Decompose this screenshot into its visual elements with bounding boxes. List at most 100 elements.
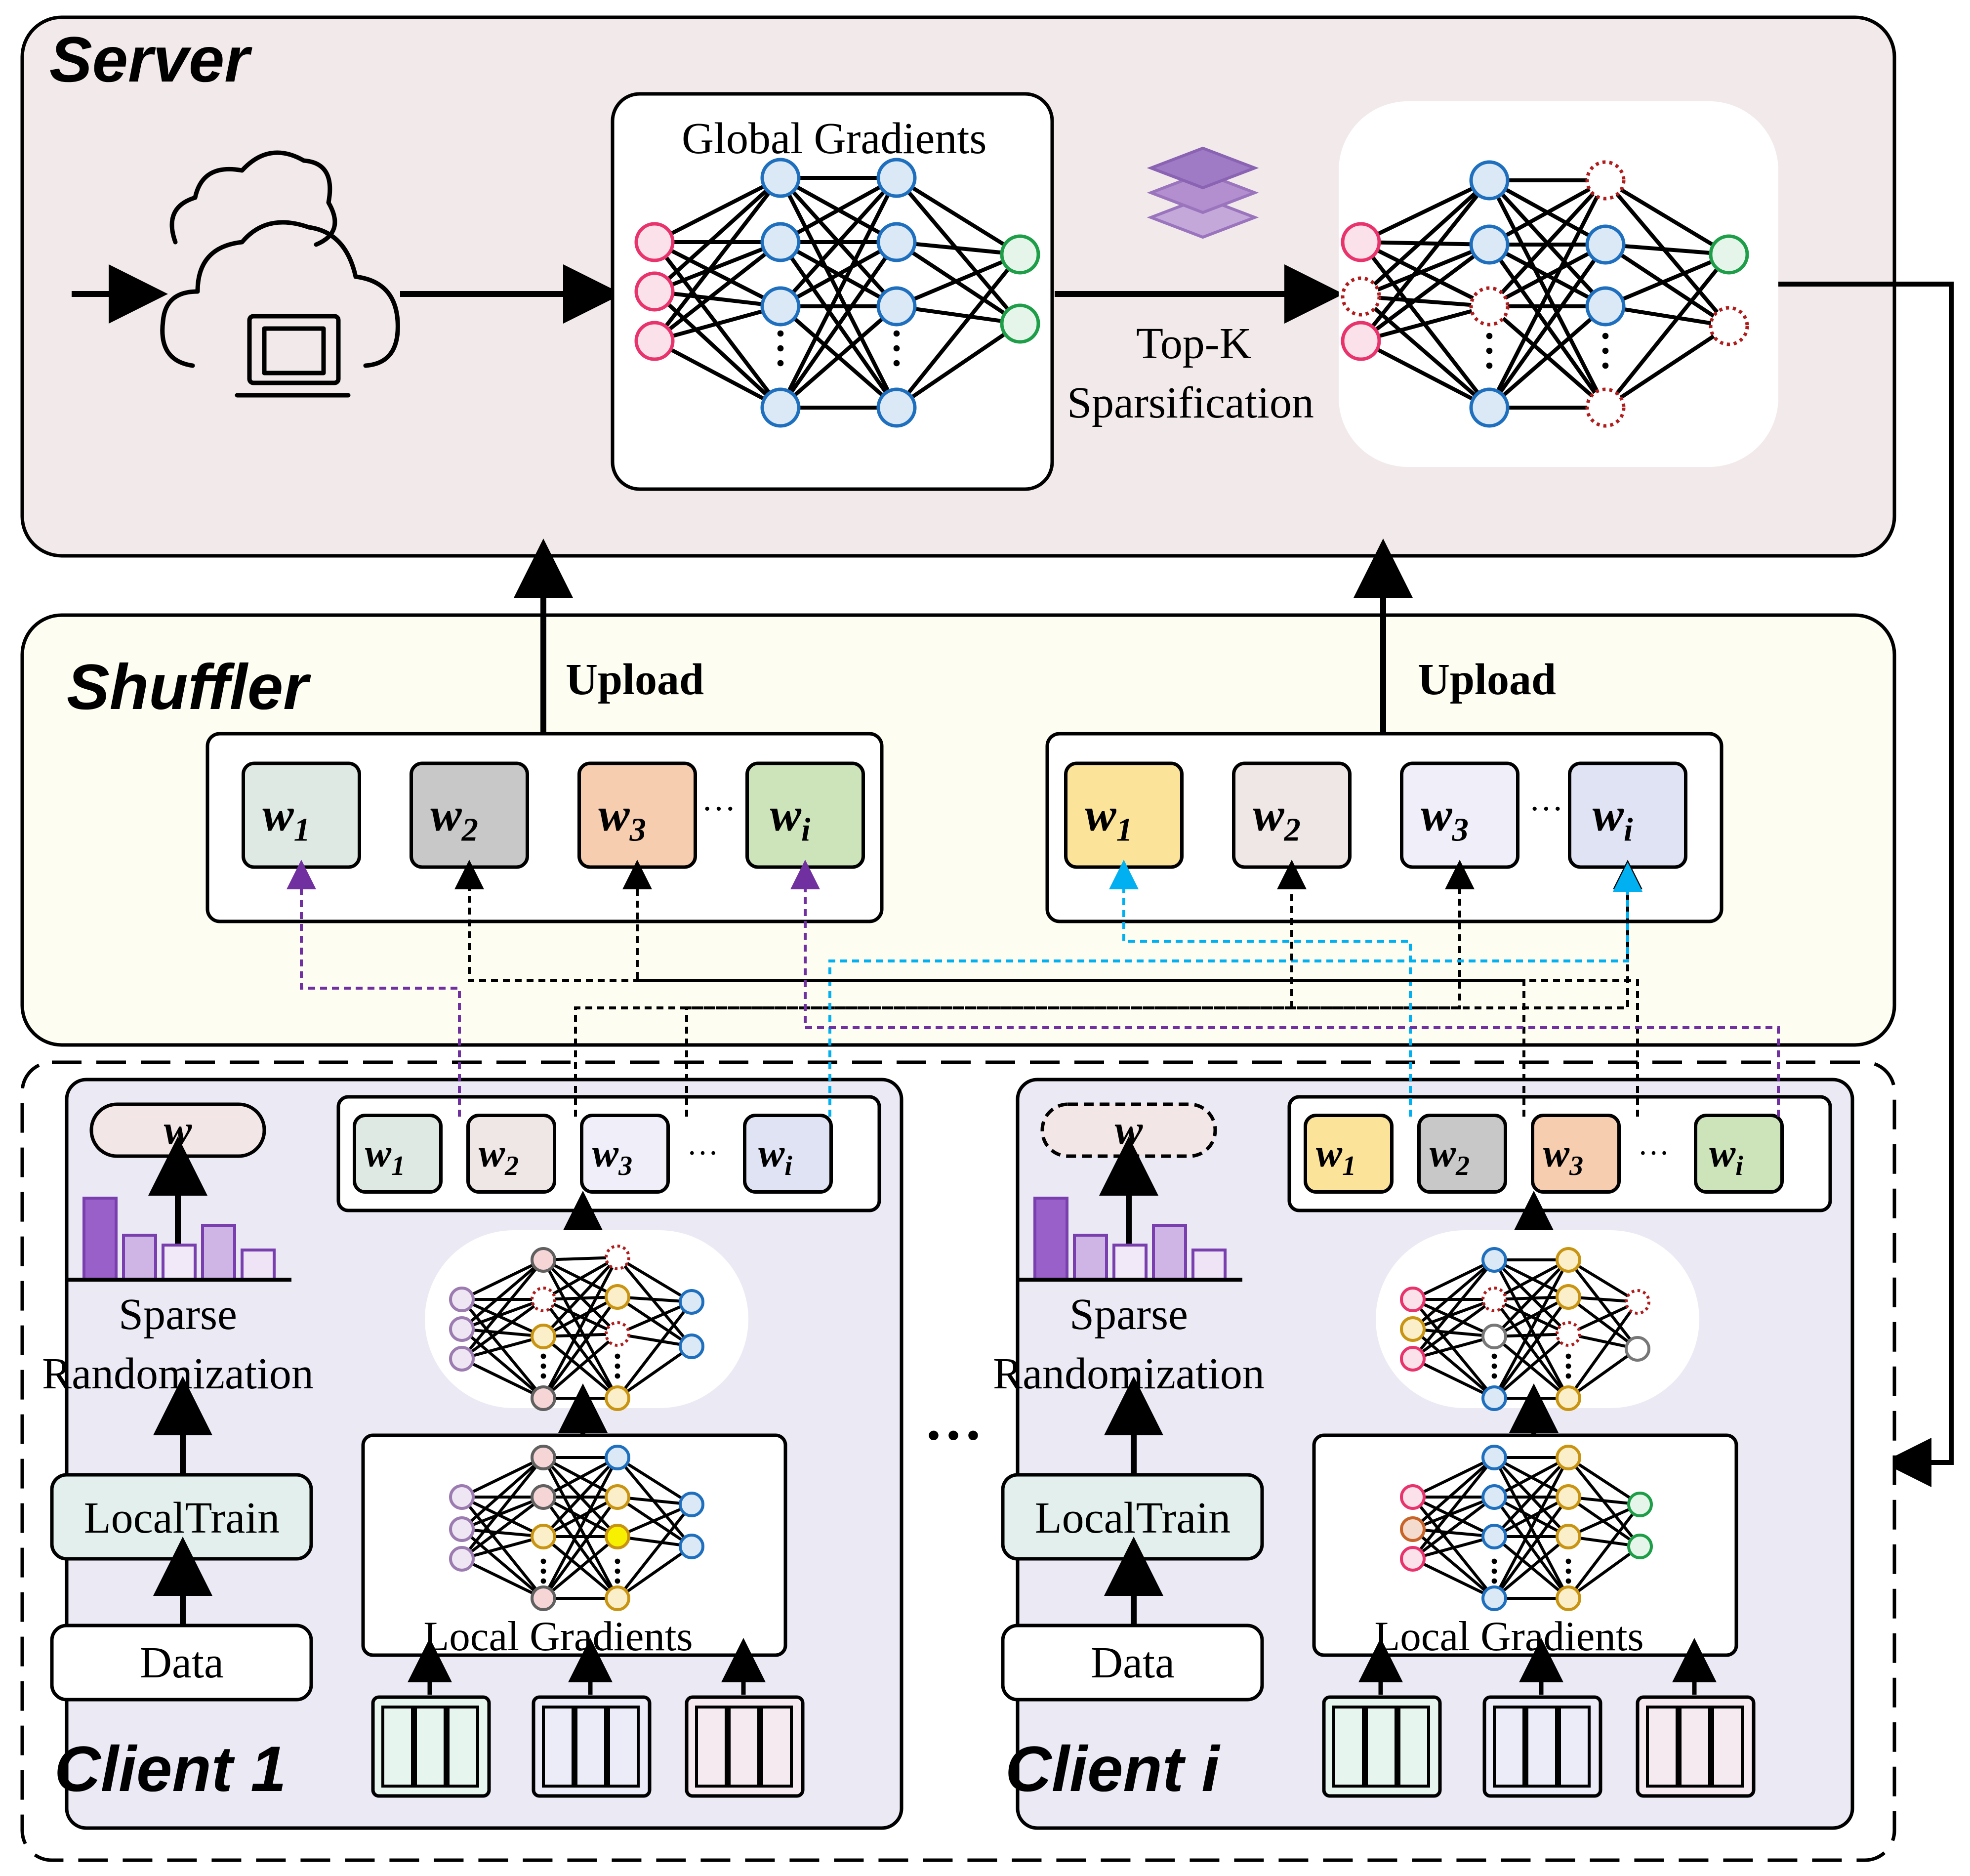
ellipsis-dot [777, 345, 784, 352]
net-edge [1567, 1503, 1642, 1599]
net-edge [542, 1333, 618, 1400]
data-box [1001, 1624, 1264, 1702]
global-gradients-label: Global Gradients [682, 114, 986, 163]
local-gradients-net [449, 1445, 704, 1611]
client-w-2: w2 [1417, 1114, 1507, 1194]
net-edge [1412, 1496, 1495, 1560]
net-edge [1604, 178, 1730, 256]
client-w-3: w3 [580, 1114, 670, 1194]
ellipsis-dot [893, 330, 900, 337]
net-edge [1493, 1258, 1569, 1301]
shuffler-right-w-2: w2 [1232, 761, 1352, 869]
net-edge [461, 1557, 544, 1600]
client-weights-ellipsis: ··· [687, 1135, 719, 1171]
ellipsis-dot [893, 360, 900, 367]
ellipsis-dot [540, 1353, 546, 1359]
net-edge [1604, 243, 1730, 328]
sparsification-label: Sparsification [1067, 378, 1314, 427]
net-edge [1360, 178, 1490, 244]
net-node [760, 222, 801, 262]
dropped-node [1585, 387, 1626, 428]
shuffler-left-w-i: wi [745, 761, 865, 869]
net-edge [896, 240, 1021, 256]
ci-wi-to-shuffler [790, 860, 1780, 1117]
net-node [1556, 1247, 1581, 1273]
net-edge [654, 240, 781, 308]
net-edge [1493, 1259, 1570, 1399]
net-edge [1488, 243, 1606, 308]
net-edge [461, 1335, 544, 1360]
net-node [1709, 234, 1749, 275]
net-edge [653, 240, 782, 343]
net-edge [616, 1301, 693, 1399]
data-batch-cell [414, 1706, 447, 1788]
net-edge [1488, 304, 1607, 410]
client-i: wSparseRandomizationLocalTrainDataClient… [993, 1095, 1832, 1805]
clients-ellipsis: ··· [924, 1402, 983, 1468]
shuffle-connections [287, 860, 1780, 1117]
net-edge [542, 1295, 618, 1338]
net-edge [461, 1298, 544, 1360]
shuffler-title: Shuffler [67, 651, 311, 723]
net-node [634, 271, 675, 312]
client-w-1-box [353, 1114, 443, 1194]
ellipsis-dot [615, 1578, 620, 1584]
dropped-node [1556, 1321, 1581, 1347]
net-edge [542, 1457, 619, 1599]
net-edge [616, 1456, 693, 1506]
net-edge [1411, 1259, 1496, 1360]
net-edge [1604, 324, 1730, 410]
net-node [605, 1284, 630, 1310]
net-edge [653, 176, 782, 342]
net-node [605, 1524, 630, 1549]
net-node [1481, 1385, 1507, 1411]
shuffler-panel [20, 613, 1896, 1047]
net-node [876, 387, 917, 428]
shuffler-right-w-3: w3 [1400, 761, 1519, 869]
net-edge [654, 176, 781, 244]
net-node [1469, 160, 1510, 201]
net-edge [542, 1456, 618, 1499]
net-edge [461, 1496, 544, 1560]
net-edge [1412, 1258, 1495, 1331]
data-batch-cell [542, 1706, 575, 1788]
client-w-2-box [1417, 1114, 1507, 1194]
net-edge [1605, 304, 1729, 328]
randomization-label: Randomization [42, 1349, 314, 1398]
ellipsis-dot [1486, 333, 1493, 339]
net-edge [780, 240, 898, 308]
net-edge [461, 1496, 544, 1531]
shuffler-group-left [205, 732, 884, 923]
net-edge [895, 176, 1022, 256]
net-node [1481, 1445, 1507, 1470]
net-edge [1412, 1528, 1495, 1538]
net-edge [654, 290, 781, 308]
net-edge [1412, 1496, 1495, 1531]
histogram-bar [1112, 1244, 1148, 1281]
data-batch-cell [760, 1706, 793, 1788]
net-edge [780, 176, 898, 244]
histogram-bar [1073, 1234, 1108, 1281]
data-batch-cell [1679, 1706, 1711, 1788]
ellipsis-dot [1565, 1373, 1571, 1379]
ellipsis-dot [540, 1578, 546, 1584]
data-batch-cell [1332, 1706, 1365, 1788]
net-node [1556, 1585, 1581, 1611]
ellipsis-dot [1602, 362, 1609, 369]
net-node [449, 1484, 475, 1510]
sparse-network-box [1339, 101, 1778, 467]
client-w-2: w2 [466, 1114, 556, 1194]
net-node [1341, 222, 1381, 262]
net-edge [1567, 1258, 1639, 1303]
server-title: Server [49, 23, 252, 95]
upload-label-right: Upload [1418, 655, 1556, 704]
shuffler-right-w-1: w1 [1064, 761, 1184, 869]
client-w-i: wi [743, 1114, 833, 1194]
net-edge [461, 1258, 544, 1331]
net-edge [461, 1328, 544, 1338]
net-edge [895, 253, 1022, 409]
client-w-i-box [743, 1114, 833, 1194]
net-edge [542, 1256, 619, 1338]
